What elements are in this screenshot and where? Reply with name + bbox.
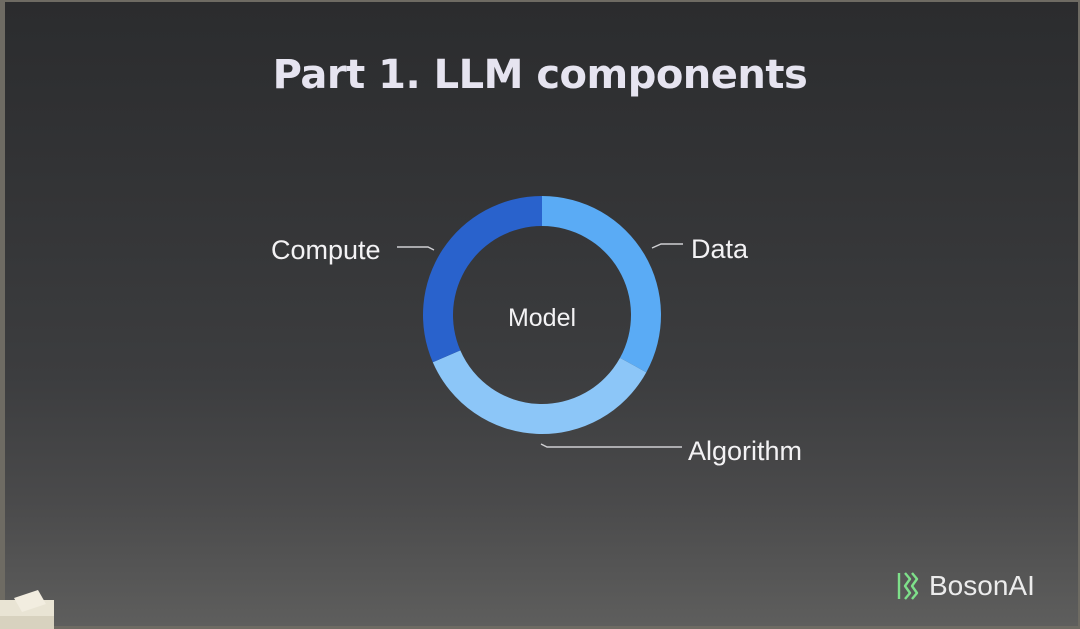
leader-line-compute	[397, 246, 435, 251]
slide	[5, 2, 1078, 626]
boson-ai-logo-icon	[897, 572, 919, 600]
ring-segments	[423, 196, 662, 435]
segment-label-data: Data	[691, 234, 749, 264]
brand-name: BosonAI	[929, 570, 1035, 601]
ring-segment-algorithm	[432, 350, 647, 435]
brand-logo-group: BosonAI	[896, 566, 1035, 606]
leader-line-data	[651, 243, 683, 249]
slide-title: Part 1. LLM components	[272, 52, 808, 98]
segment-label-algorithm: Algorithm	[688, 436, 802, 466]
leader-line-algorithm	[540, 443, 682, 448]
ring-segment-data	[542, 196, 662, 373]
segment-label-compute: Compute	[271, 235, 381, 265]
ring-segment-compute	[423, 196, 542, 363]
center-label-model: Model	[508, 304, 576, 332]
corner-object	[0, 590, 54, 629]
